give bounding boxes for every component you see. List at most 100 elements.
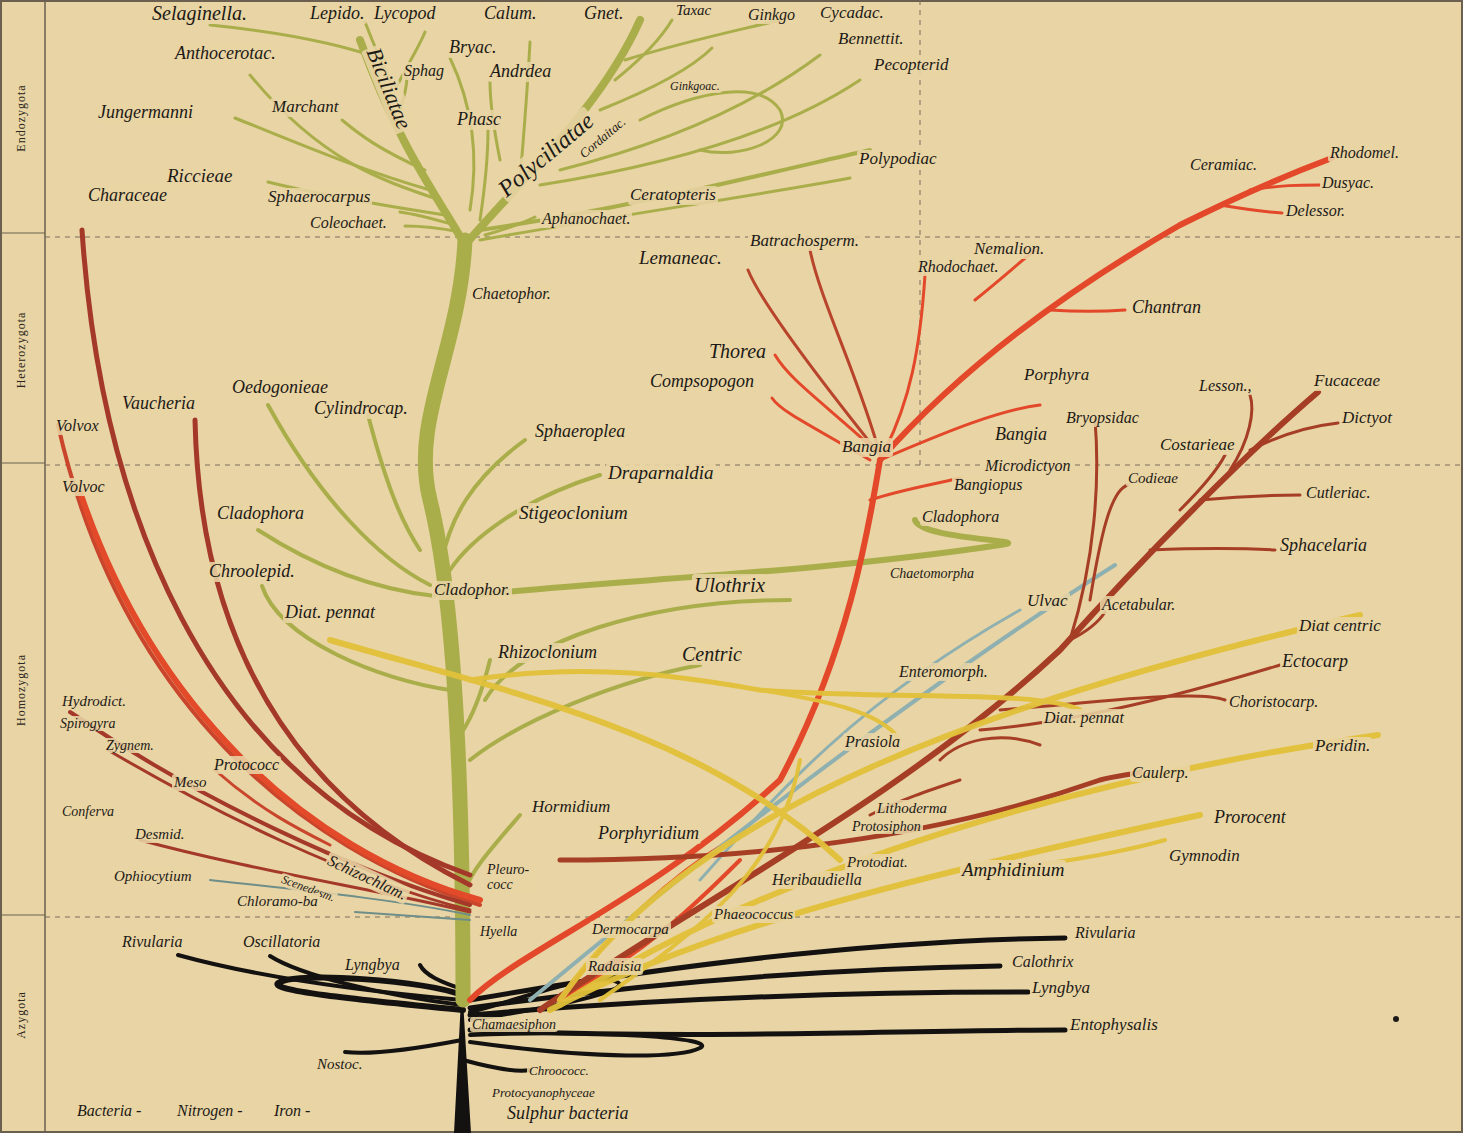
taxon-label: Bangia [840, 438, 893, 457]
taxon-label: Rivularia [120, 933, 184, 951]
taxon-label: Compsopogon [648, 372, 756, 392]
taxon-label: Codieae [1126, 470, 1180, 487]
taxon-label: Anthocerotac. [173, 44, 278, 64]
division-label: Homozygota [15, 652, 28, 728]
taxon-label: Chaetophor. [470, 285, 553, 303]
taxon-label: Ginkgoac. [668, 80, 722, 93]
taxon-label: Porphyridium [596, 824, 701, 844]
taxon-label: Lemaneac. [637, 248, 724, 269]
taxon-label: Batrachosperm. [748, 232, 861, 251]
taxon-label: Sulphur bacteria [505, 1104, 631, 1124]
taxon-label: Sphag [402, 62, 446, 80]
taxon-label: Enteromorph. [897, 663, 990, 681]
taxon-label: Sphaerocarpus [266, 188, 372, 207]
taxon-label: Prorocent [1212, 808, 1288, 828]
taxon-label: Bryopsidac [1064, 409, 1141, 427]
taxon-label: Zygnem. [104, 738, 156, 753]
taxon-label: Dictyot [1340, 409, 1394, 428]
taxon-label: Protococc [212, 756, 281, 774]
taxon-label: Protocyanophyceae [490, 1086, 597, 1100]
taxon-label: Selaginella. [150, 2, 249, 24]
taxon-label: Pleuro- cocc [485, 862, 537, 893]
taxon-label: Radaisia [586, 958, 643, 975]
taxon-label: Prasiola [843, 733, 902, 751]
taxon-label: Peridin. [1313, 737, 1372, 756]
taxon-label: Phaeococcus [712, 906, 795, 923]
taxon-label: Chroolepid. [207, 562, 297, 582]
taxon-label: Rhizoclonium [496, 643, 599, 663]
taxon-label: Chloramo-ba [235, 893, 320, 910]
taxon-label: Sphacelaria [1278, 536, 1369, 556]
taxon-label: Choristocarp. [1227, 693, 1320, 711]
taxon-label: Lyngbya [343, 956, 402, 974]
taxon-label: Gnet. [582, 4, 626, 24]
taxon-label: Spirogyra [58, 716, 117, 731]
taxon-label: Chantran [1130, 298, 1203, 318]
taxon-label: Vaucheria [120, 394, 197, 414]
taxon-label: Diat. pennat [1042, 709, 1126, 727]
taxon-label: Jungermanni [96, 103, 195, 123]
taxon-label: Calum. [482, 4, 539, 24]
taxon-label: Ectocarp [1280, 652, 1350, 672]
taxon-label: Meso [172, 774, 209, 791]
taxon-label: Desmid. [133, 826, 187, 843]
taxon-label: Centric [680, 643, 744, 665]
taxon-label: Oedogonieae [230, 378, 330, 398]
taxon-label: Diat. pennat [283, 603, 377, 623]
taxon-label: Rhodochaet. [916, 258, 1000, 276]
taxon-label: Ginkgo [746, 6, 797, 24]
taxon-label: Dusyac. [1320, 174, 1376, 192]
taxon-label: Calothrix [1010, 953, 1075, 971]
taxon-label: Cladophor. [432, 581, 512, 600]
taxon-label: Lesson., [1197, 377, 1253, 395]
taxon-label: Rhodomel. [1328, 144, 1401, 162]
taxon-label: Cylindrocap. [312, 399, 410, 419]
taxon-label: Ulothrix [692, 574, 767, 597]
taxon-label: Cutleriac. [1304, 484, 1372, 502]
taxon-label: Hormidium [530, 798, 612, 817]
taxon-label: Lyngbya [1030, 979, 1092, 998]
taxon-label: Polypodiac [857, 150, 938, 169]
taxon-label: Nemalion. [972, 240, 1046, 259]
taxon-label: Bryac. [447, 38, 498, 58]
taxon-label: Lepido. [308, 4, 367, 24]
taxon-label: Ceratopteris [628, 186, 718, 205]
taxon-label: Lycopod [372, 4, 437, 24]
taxon-label: Hyella [478, 924, 519, 939]
taxon-label: Iron - [272, 1102, 312, 1120]
taxon-label: Caulerp. [1130, 764, 1190, 782]
taxon-label: Bangiopus [952, 476, 1024, 494]
taxon-label: Amphidinium [960, 860, 1066, 881]
taxon-label: Entophysalis [1068, 1016, 1160, 1035]
taxon-label: Rivularia [1073, 924, 1137, 942]
taxon-label: Porphyra [1022, 366, 1091, 385]
taxon-label: Ulvac [1025, 592, 1070, 611]
taxon-label: Costarieae [1158, 436, 1237, 455]
taxon-label: Marchant [270, 98, 340, 117]
taxon-label: Cladophora [215, 504, 306, 524]
taxon-label: Sphaeroplea [533, 422, 627, 442]
taxon-label: Diat centric [1297, 617, 1383, 636]
taxon-label: Andrdea [488, 62, 553, 82]
taxon-label: Oscillatoria [241, 933, 322, 951]
taxon-label: Protodiat. [845, 854, 910, 871]
taxon-label: Heribaudiella [770, 871, 864, 889]
taxon-label: Cycadac. [818, 4, 886, 23]
taxon-label: Characeae [86, 186, 169, 206]
division-label: Heterozygota [15, 310, 28, 391]
taxon-label: Ceramiac. [1188, 156, 1259, 174]
taxon-label: Chaetomorpha [888, 566, 976, 581]
taxon-label: Hydrodict. [60, 693, 128, 710]
taxon-label: Volvox [54, 417, 101, 435]
taxon-label: Chroococc. [527, 1064, 591, 1078]
taxon-label: Pecopterid [872, 56, 951, 75]
taxon-label: Fucaceae [1312, 372, 1382, 391]
taxon-label: Bangia [993, 425, 1049, 445]
taxon-label: Conferva [60, 804, 116, 819]
taxon-label: Nostoc. [315, 1056, 364, 1073]
taxon-label: Thorea [707, 340, 768, 362]
taxon-label: Acetabular. [1100, 596, 1177, 614]
division-label: Endozygota [15, 82, 28, 153]
taxon-label: Bennettit. [836, 30, 906, 49]
